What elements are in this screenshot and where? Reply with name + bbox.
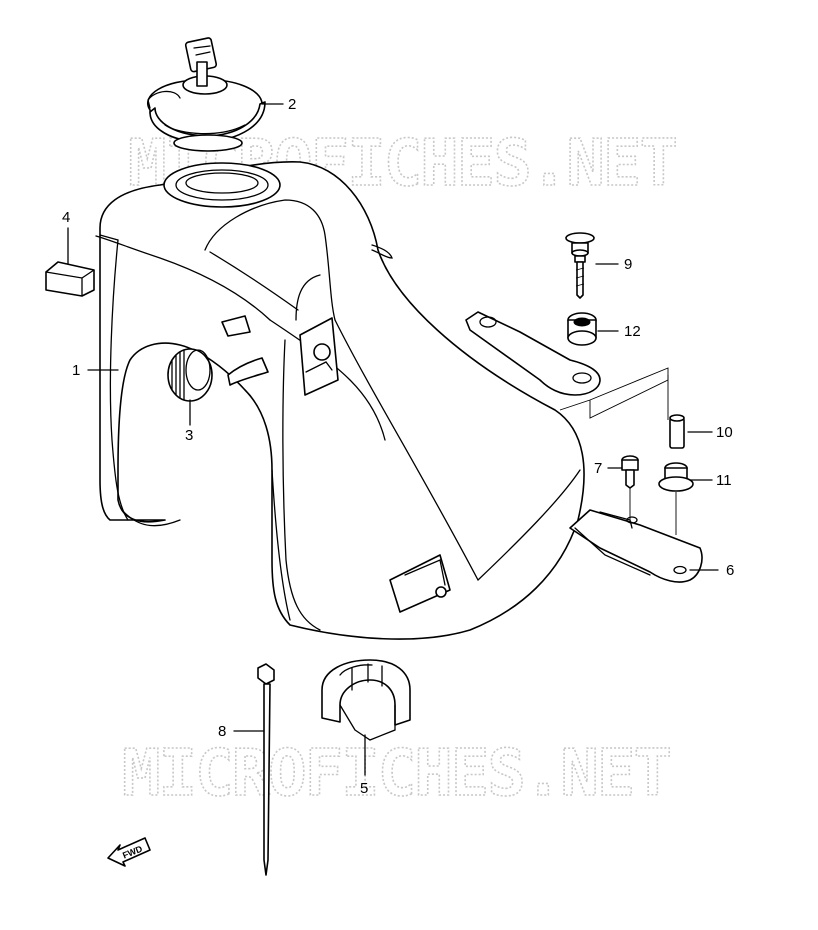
tank-rear-bracket (465, 311, 601, 396)
callout-1: 1 (72, 362, 80, 379)
cap-knob-3[interactable] (167, 348, 213, 402)
callout-2: 2 (288, 96, 296, 113)
callout-11: 11 (716, 472, 732, 489)
grommet-11[interactable] (658, 462, 694, 535)
fuel-tank[interactable] (95, 161, 585, 640)
bolt-7[interactable] (621, 455, 639, 520)
front-bracket-6[interactable] (569, 509, 703, 583)
leader-lines (67, 103, 719, 776)
collar-10[interactable] (669, 414, 685, 449)
callout-8: 8 (218, 723, 226, 740)
callout-10: 10 (716, 424, 733, 441)
cushion-5[interactable] (321, 659, 411, 741)
frame-guide (559, 367, 669, 419)
callout-7: 7 (594, 460, 602, 477)
rubber-pad-4[interactable] (45, 261, 95, 297)
callout-9: 9 (624, 256, 632, 273)
callout-4: 4 (62, 209, 70, 226)
callout-12: 12 (624, 323, 641, 340)
fwd-arrow: FWD (107, 837, 151, 867)
callout-6: 6 (726, 562, 734, 579)
grommet-12[interactable] (567, 312, 597, 346)
callout-3: 3 (185, 427, 193, 444)
cable-tie-8[interactable] (257, 663, 275, 876)
callout-5: 5 (360, 780, 368, 797)
fuel-cap-2[interactable] (147, 37, 266, 152)
bolt-9[interactable] (565, 232, 595, 299)
watermark-bottom: MICROFICHES.NET (122, 737, 670, 811)
